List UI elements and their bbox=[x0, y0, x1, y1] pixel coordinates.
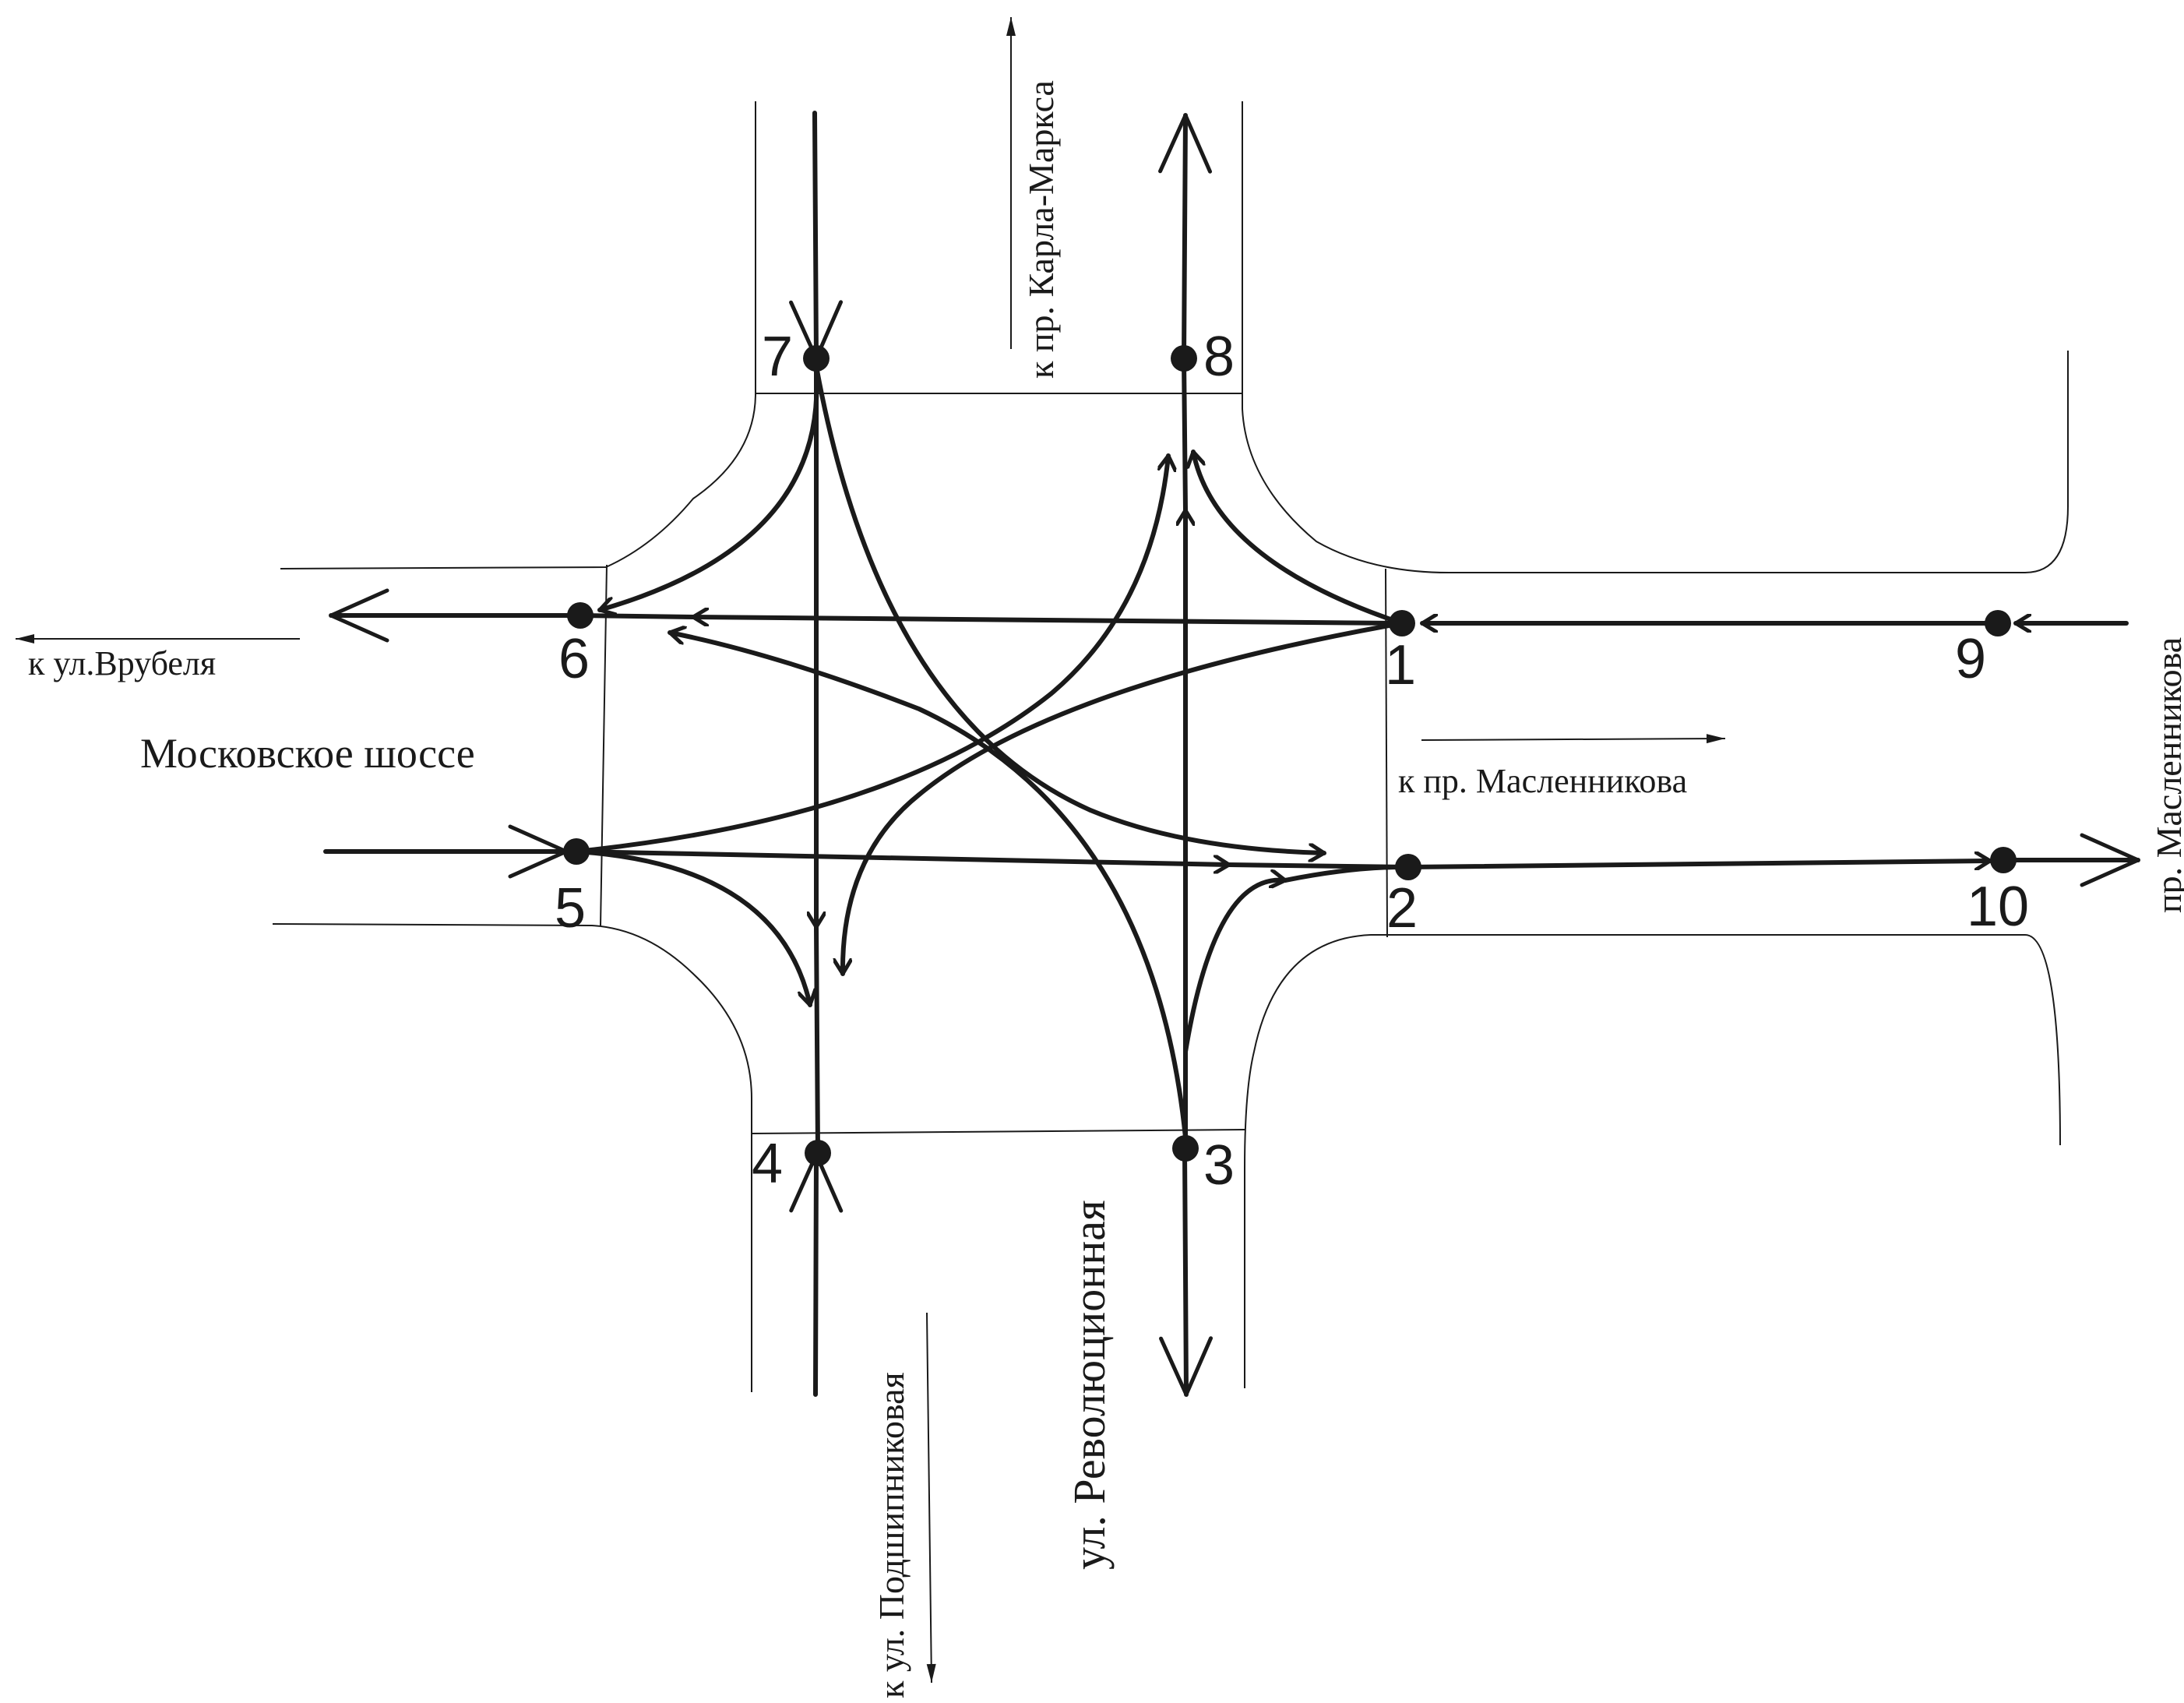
node-1 bbox=[1389, 610, 1415, 636]
node-number-6: 6 bbox=[558, 628, 590, 690]
flow-2-10 bbox=[1406, 861, 1992, 867]
node-number-10: 10 bbox=[1967, 876, 2029, 938]
flow-exit-north bbox=[1184, 113, 1185, 361]
label-karla-marksa: к пр. Карла-Маркса bbox=[1021, 80, 1061, 379]
stop-line-bottom bbox=[751, 1129, 1245, 1134]
direction-indicators bbox=[16, 17, 1726, 1684]
node-number-5: 5 bbox=[555, 877, 586, 940]
label-moskovskoe: Московское шоссе bbox=[140, 730, 475, 777]
flow-1-8 bbox=[1193, 450, 1404, 626]
flow-1-6-seg bbox=[578, 613, 696, 619]
indicator-podshipnikovaya bbox=[926, 1312, 936, 1684]
flow-7-4-seg bbox=[814, 925, 820, 1151]
traffic-flows bbox=[323, 111, 2140, 1397]
kerb-bottom-left bbox=[272, 923, 752, 1392]
flow-3-2 bbox=[1183, 880, 1288, 1054]
node-number-8: 8 bbox=[1203, 326, 1235, 388]
node-4 bbox=[805, 1140, 831, 1166]
flow-3-8-seg bbox=[1182, 356, 1188, 513]
node-6 bbox=[567, 602, 594, 629]
flow-entry-north bbox=[815, 111, 816, 361]
kerb-bottom-right bbox=[1244, 934, 2061, 1388]
flow-7-6 bbox=[597, 372, 819, 610]
kerb-top-left bbox=[280, 101, 756, 569]
node-10 bbox=[1990, 847, 2017, 873]
node-number-2: 2 bbox=[1386, 877, 1418, 940]
road-kerbs bbox=[272, 101, 2069, 1392]
node-3 bbox=[1172, 1135, 1199, 1162]
street-labels: Московское шоссе к ул.Врубеля к пр. Масл… bbox=[28, 80, 2184, 1698]
flow-entry-south bbox=[815, 1152, 816, 1397]
kerb-top-right bbox=[1242, 101, 2069, 573]
node-5 bbox=[563, 838, 590, 865]
node-8 bbox=[1171, 345, 1197, 372]
nodes bbox=[563, 345, 2017, 1166]
flow-5-2 bbox=[574, 849, 1231, 865]
flow-5-8 bbox=[574, 453, 1168, 854]
node-number-9: 9 bbox=[1955, 628, 1986, 690]
node-numbers: 1 2 3 4 5 6 7 8 9 10 bbox=[555, 326, 2029, 1197]
stop-line-left bbox=[600, 564, 608, 926]
flow-7-2 bbox=[814, 364, 1326, 853]
label-podshipnikovaya: к ул. Подшипниковая bbox=[872, 1372, 911, 1698]
flow-1-6 bbox=[691, 617, 1404, 623]
label-vrubelya: к ул.Врубеля bbox=[28, 644, 216, 682]
label-maslennikova-edge: пр. Масленникова bbox=[2149, 637, 2184, 913]
flow-5-4 bbox=[574, 849, 810, 1007]
node-7 bbox=[803, 345, 830, 372]
flow-3-6 bbox=[668, 633, 1188, 1140]
flow-exit-south bbox=[1185, 1147, 1186, 1397]
node-number-4: 4 bbox=[752, 1133, 783, 1195]
label-revolyutsionnaya: ул. Революционная bbox=[1064, 1200, 1115, 1570]
node-number-7: 7 bbox=[762, 326, 793, 388]
indicator-maslennikova bbox=[1421, 734, 1726, 744]
node-number-1: 1 bbox=[1385, 634, 1416, 696]
node-9 bbox=[1985, 610, 2011, 636]
node-number-3: 3 bbox=[1203, 1134, 1235, 1197]
node-2 bbox=[1395, 854, 1421, 880]
stop-line-right bbox=[1385, 568, 1388, 938]
flow-1-4 bbox=[843, 621, 1404, 976]
label-maslennikova-to: к пр. Масленникова bbox=[1398, 762, 1687, 800]
